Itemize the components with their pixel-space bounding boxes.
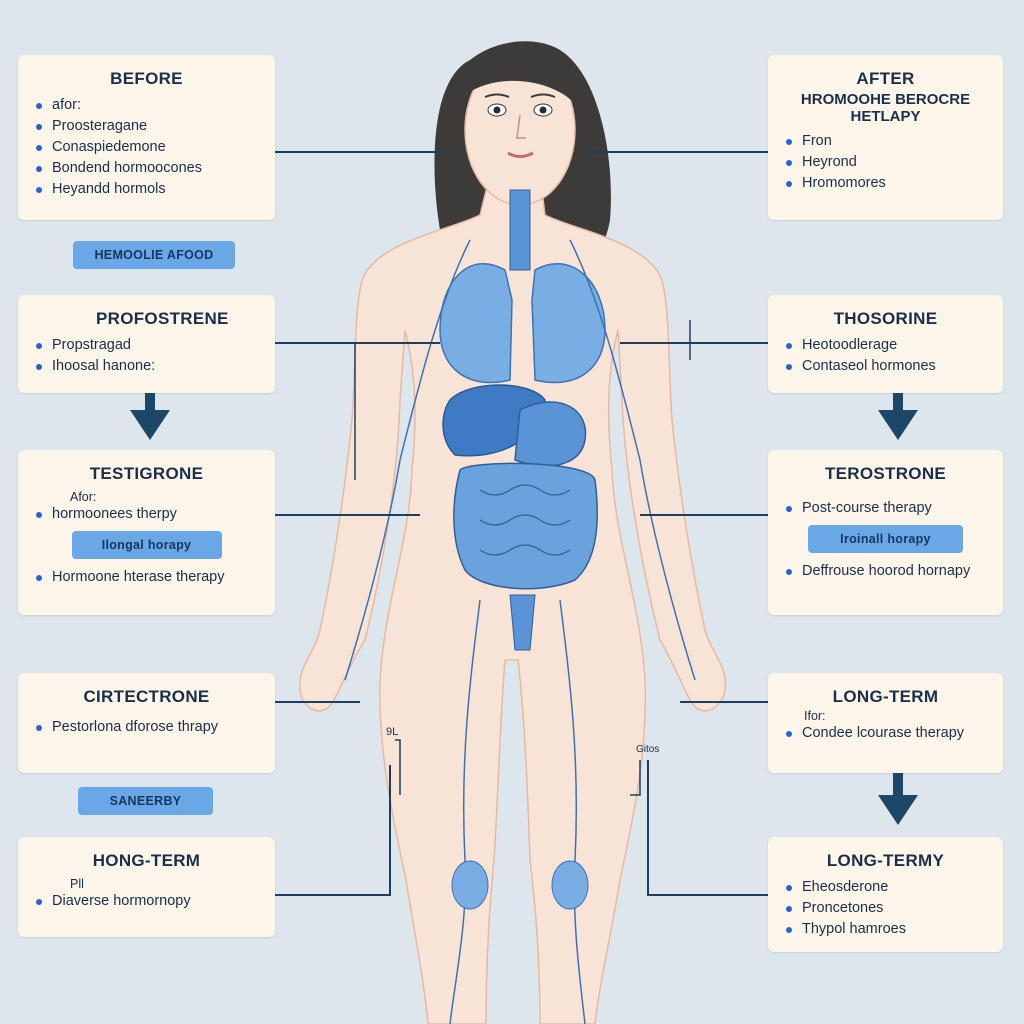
terostrone-list: Post-course therapy	[784, 498, 987, 519]
long-term-title: LONG-TERM	[832, 687, 939, 706]
long-termy-list: Eheosderone Proncetones Thypol hamroes	[784, 877, 987, 940]
profostrene-list: Propstragad Ihoosal hanone:	[34, 335, 259, 377]
terostrone-list-2: Deffrouse hoorod hornapy	[784, 561, 987, 582]
before-title: BEFORE	[110, 69, 183, 88]
long-term-note: Ifor:	[804, 709, 826, 723]
testigrone-list: hormoonees therpy	[34, 504, 259, 525]
hong-term-list: Diaverse hormornopy	[34, 891, 259, 912]
cirtectrone-list: Pestorlona dforose thrapy	[34, 717, 259, 738]
list-item: Contaseol hormones	[784, 356, 987, 377]
list-item: Thypol hamroes	[784, 919, 987, 940]
right-knee	[551, 860, 589, 910]
list-item: afor:	[34, 95, 259, 116]
list-item: Eheosderone	[784, 877, 987, 898]
card-long-term: LONG-TERM Ifor: Condee lcourase therapy	[768, 673, 1003, 773]
after-subtitle: HROMOOHE BEROCRE HETLAPY	[800, 91, 971, 125]
list-item: hormoonees therpy	[34, 504, 259, 525]
list-item: Heyrond	[784, 152, 987, 173]
hong-term-title: HONG-TERM	[92, 851, 201, 870]
left-knee	[451, 860, 489, 910]
pill-hemoolie: HEMOOLIE AFOOD	[73, 241, 235, 269]
long-term-list: Condee lcourase therapy	[784, 723, 987, 744]
down-arrow-left-1	[130, 390, 170, 440]
list-item: Ihoosal hanone:	[34, 356, 259, 377]
list-item: Proncetones	[784, 898, 987, 919]
down-arrow-right-1	[878, 390, 918, 440]
down-arrow-right-2	[878, 772, 918, 825]
thosorine-title: THOSORINE	[833, 309, 938, 328]
list-item: Hormoone hterase therapy	[34, 567, 259, 588]
trachea	[509, 189, 531, 271]
after-list: Fron Heyrond Hromomores	[784, 131, 987, 194]
hong-term-note: Pll	[70, 877, 84, 891]
testigrone-list-2: Hormoone hterase therapy	[34, 567, 259, 588]
testigrone-title: TESTIGRONE	[89, 464, 204, 483]
intestines	[453, 462, 598, 590]
card-profostrene: PROFOSTRENE Propstragad Ihoosal hanone:	[18, 295, 275, 393]
small-label-left: 9L	[386, 726, 399, 738]
arrow-right-5	[647, 760, 800, 905]
list-item: Bondend hormoocones	[34, 158, 259, 179]
before-list: afor: Proosteragane Conaspiedemone Bonde…	[34, 95, 259, 200]
list-item: Fron	[784, 131, 987, 152]
bladder	[509, 594, 536, 651]
list-item: Diaverse hormornopy	[34, 891, 259, 912]
arrow-left-5	[242, 765, 391, 905]
cirtectrone-title: CIRTECTRONE	[83, 687, 210, 706]
long-termy-title: LONG-TERMY	[826, 851, 945, 870]
card-thosorine: THOSORINE Heotoodlerage Contaseol hormon…	[768, 295, 1003, 393]
pill-saneerby: SANEERBY	[78, 787, 213, 815]
card-cirtectrone: CIRTECTRONE Pestorlona dforose thrapy	[18, 673, 275, 773]
list-item: Post-course therapy	[784, 498, 987, 519]
stomach	[514, 401, 587, 467]
mouth	[507, 151, 534, 158]
pill-ilongal: Ilongal horapy	[71, 531, 222, 559]
testigrone-note: Afor:	[70, 490, 97, 504]
list-item: Condee lcourase therapy	[784, 723, 987, 744]
card-after: AFTER HROMOOHE BEROCRE HETLAPY Fron Heyr…	[768, 55, 1003, 220]
card-before: BEFORE afor: Proosteragane Conaspiedemon…	[18, 55, 275, 220]
card-terostrone: TEROSTRONE Post-course therapy Iroinall …	[768, 450, 1003, 615]
pill-iroinall: Iroinall horapy	[808, 525, 963, 553]
card-long-termy: LONG-TERMY Eheosderone Proncetones Thypo…	[768, 837, 1003, 952]
card-hong-term: HONG-TERM Pll Diaverse hormornopy	[18, 837, 275, 937]
list-item: Pestorlona dforose thrapy	[34, 717, 259, 738]
list-item: Heyandd hormols	[34, 179, 259, 200]
profostrene-title: PROFOSTRENE	[96, 309, 229, 328]
list-item: Propstragad	[34, 335, 259, 356]
list-item: Heotoodlerage	[784, 335, 987, 356]
card-testigrone: TESTIGRONE Afor: hormoonees therpy Ilong…	[18, 450, 275, 615]
left-lung	[439, 263, 513, 384]
small-label-right: Gitos	[636, 744, 660, 755]
list-item: Deffrouse hoorod hornapy	[784, 561, 987, 582]
hair-top	[465, 47, 582, 110]
list-item: Proosteragane	[34, 116, 259, 137]
list-item: Hromomores	[784, 173, 987, 194]
after-title: AFTER	[856, 69, 915, 88]
terostrone-title: TEROSTRONE	[824, 464, 947, 483]
list-item: Conaspiedemone	[34, 137, 259, 158]
thosorine-list: Heotoodlerage Contaseol hormones	[784, 335, 987, 377]
